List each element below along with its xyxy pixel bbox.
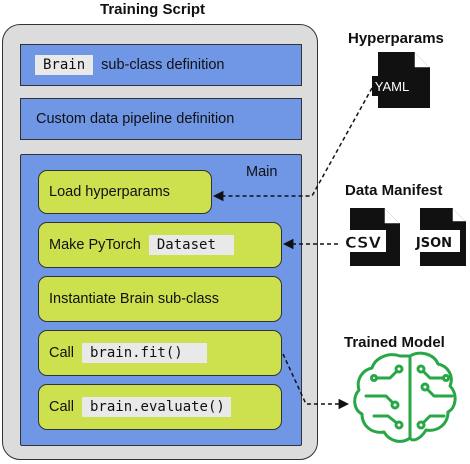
brain-def-text: sub-class definition xyxy=(101,57,225,73)
step-text: Instantiate Brain sub-class xyxy=(49,291,220,307)
yaml-label: YAML xyxy=(375,79,409,94)
step-code: Dataset xyxy=(148,235,234,255)
step-make-dataset: Make PyTorch Dataset xyxy=(38,222,282,268)
step-text: Call xyxy=(49,345,74,361)
brain-circuit-icon xyxy=(353,351,457,443)
yaml-file-icon: YAML xyxy=(372,52,430,108)
arrow-fit-to-model xyxy=(282,353,350,410)
data-manifest-title: Data Manifest xyxy=(345,182,443,199)
json-label: JSON xyxy=(415,236,452,251)
csv-file-icon: CSV xyxy=(340,208,400,266)
step-text: Load hyperparams xyxy=(49,184,170,200)
brain-code-label: Brain xyxy=(35,55,94,75)
step-code: brain.fit() xyxy=(81,343,207,363)
data-pipeline-definition-box: Custom data pipeline definition xyxy=(20,98,302,140)
hyperparams-title: Hyperparams xyxy=(348,30,444,47)
arrow-hyperparams-to-load xyxy=(212,87,373,202)
training-script-title: Training Script xyxy=(100,1,206,18)
step-text: Call xyxy=(49,399,74,415)
step-code: brain.evaluate() xyxy=(81,397,231,417)
step-call-evaluate: Call brain.evaluate() xyxy=(38,384,282,430)
pipeline-def-text: Custom data pipeline definition xyxy=(36,111,235,127)
step-load-hyperparams: Load hyperparams xyxy=(38,170,212,214)
step-call-fit: Call brain.fit() xyxy=(38,330,282,376)
csv-label: CSV xyxy=(345,233,382,252)
trained-model-title: Trained Model xyxy=(344,334,445,351)
brain-subclass-definition-box: Brain sub-class definition xyxy=(20,44,302,86)
step-text: Make PyTorch xyxy=(49,237,141,253)
json-file-icon: JSON xyxy=(408,208,466,266)
main-label: Main xyxy=(246,164,278,180)
step-instantiate-brain: Instantiate Brain sub-class xyxy=(38,276,282,322)
